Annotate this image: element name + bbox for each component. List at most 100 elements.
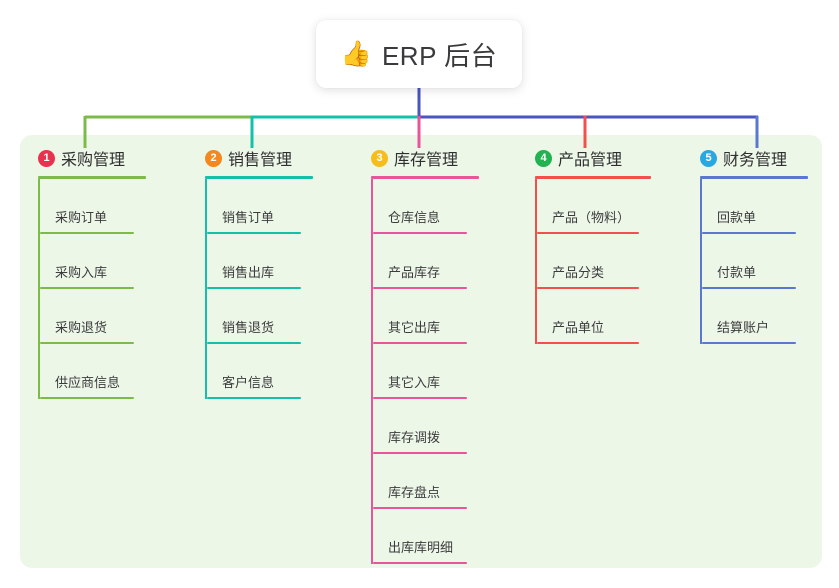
branch-item[interactable]: 供应商信息 bbox=[38, 344, 146, 399]
branch-item[interactable]: 采购退货 bbox=[38, 289, 146, 344]
branch-header[interactable]: 5 财务管理 bbox=[700, 146, 808, 170]
branch-item-label: 仓库信息 bbox=[388, 210, 441, 225]
branch-item[interactable]: 采购入库 bbox=[38, 234, 146, 289]
branch-title: 财务管理 bbox=[723, 152, 788, 169]
branch-item-underline bbox=[40, 342, 134, 344]
branch-item-underline bbox=[207, 287, 301, 289]
branch-column: 5 财务管理回款单付款单结算账户 bbox=[700, 146, 808, 344]
branch-item-underline bbox=[207, 232, 301, 234]
branch-item-label: 销售退货 bbox=[222, 320, 275, 335]
branch-title: 产品管理 bbox=[558, 152, 623, 169]
branch-item-underline bbox=[537, 342, 639, 344]
branch-number-badge: 1 bbox=[38, 149, 55, 167]
branch-item-label: 回款单 bbox=[717, 210, 757, 225]
branch-item[interactable]: 库存盘点 bbox=[371, 454, 479, 509]
branch-underline bbox=[700, 176, 808, 179]
branch-item-label: 采购订单 bbox=[55, 210, 108, 225]
thumbs-up-icon: 👍 bbox=[340, 39, 372, 68]
branch-item-underline bbox=[373, 562, 467, 564]
branch-item-underline bbox=[702, 232, 796, 234]
branch-item-list: 仓库信息产品库存其它出库其它入库库存调拨库存盘点出库库明细 bbox=[371, 179, 479, 564]
branch-item-label: 产品分类 bbox=[552, 265, 605, 280]
branch-item[interactable]: 产品单位 bbox=[535, 289, 651, 344]
branch-item[interactable]: 销售订单 bbox=[205, 179, 313, 234]
branch-item[interactable]: 采购订单 bbox=[38, 179, 146, 234]
branch-header[interactable]: 2 销售管理 bbox=[205, 146, 313, 170]
branch-item-label: 结算账户 bbox=[717, 320, 770, 335]
branch-item-label: 其它入库 bbox=[388, 375, 441, 390]
branch-item[interactable]: 回款单 bbox=[700, 179, 808, 234]
branch-item-label: 付款单 bbox=[717, 265, 757, 280]
branch-item-underline bbox=[373, 342, 467, 344]
branch-item-label: 供应商信息 bbox=[55, 375, 121, 390]
branch-item[interactable]: 产品分类 bbox=[535, 234, 651, 289]
branch-item-underline bbox=[537, 287, 639, 289]
branch-item-list: 采购订单采购入库采购退货供应商信息 bbox=[38, 179, 146, 399]
branch-item-label: 其它出库 bbox=[388, 320, 441, 335]
branch-title: 销售管理 bbox=[228, 152, 293, 169]
branch-item-list: 销售订单销售出库销售退货客户信息 bbox=[205, 179, 313, 399]
branch-column: 2 销售管理销售订单销售出库销售退货客户信息 bbox=[205, 146, 313, 399]
branch-underline bbox=[205, 176, 313, 179]
branch-column: 4 产品管理产品（物料） 产品分类产品单位 bbox=[535, 146, 651, 344]
branch-item-underline bbox=[40, 232, 134, 234]
branch-spine bbox=[38, 179, 40, 399]
branch-header[interactable]: 3 库存管理 bbox=[371, 146, 479, 170]
branch-item-underline bbox=[373, 452, 467, 454]
branch-item-label: 产品单位 bbox=[552, 320, 605, 335]
branch-item-list: 产品（物料） 产品分类产品单位 bbox=[535, 179, 651, 344]
branch-number-badge: 3 bbox=[371, 149, 388, 167]
branch-item-underline bbox=[373, 232, 467, 234]
branch-underline bbox=[38, 176, 146, 179]
branch-title: 采购管理 bbox=[61, 152, 126, 169]
branch-item[interactable]: 销售出库 bbox=[205, 234, 313, 289]
branch-item-underline bbox=[373, 507, 467, 509]
branch-title: 库存管理 bbox=[394, 152, 459, 169]
branch-header[interactable]: 1 采购管理 bbox=[38, 146, 146, 170]
branch-number-badge: 5 bbox=[700, 149, 717, 167]
branch-item[interactable]: 客户信息 bbox=[205, 344, 313, 399]
branch-column: 1 采购管理采购订单采购入库采购退货供应商信息 bbox=[38, 146, 146, 399]
branch-item[interactable]: 产品（物料） bbox=[535, 179, 651, 234]
branch-spine bbox=[371, 179, 373, 564]
branch-item-label: 销售订单 bbox=[222, 210, 275, 225]
branch-item-label: 客户信息 bbox=[222, 375, 275, 390]
branch-item[interactable]: 仓库信息 bbox=[371, 179, 479, 234]
root-node-card[interactable]: 👍 ERP 后台 bbox=[316, 20, 522, 88]
branch-item[interactable]: 付款单 bbox=[700, 234, 808, 289]
branch-item-list: 回款单付款单结算账户 bbox=[700, 179, 808, 344]
branch-item-underline bbox=[702, 342, 796, 344]
branch-number-badge: 4 bbox=[535, 149, 552, 167]
branch-item-label: 出库库明细 bbox=[388, 540, 454, 555]
branch-item-label: 产品库存 bbox=[388, 265, 441, 280]
branch-spine bbox=[205, 179, 207, 399]
branch-item[interactable]: 结算账户 bbox=[700, 289, 808, 344]
branch-header[interactable]: 4 产品管理 bbox=[535, 146, 651, 170]
branch-item-underline bbox=[207, 342, 301, 344]
branch-spine bbox=[535, 179, 537, 344]
root-node-title: ERP 后台 bbox=[381, 40, 498, 71]
branch-item-label: 库存盘点 bbox=[388, 485, 441, 500]
branch-item-label: 库存调拨 bbox=[388, 430, 441, 445]
branch-item-underline bbox=[537, 232, 639, 234]
branch-item-underline bbox=[207, 397, 301, 399]
branch-item-underline bbox=[40, 397, 134, 399]
branch-item[interactable]: 销售退货 bbox=[205, 289, 313, 344]
branch-item[interactable]: 出库库明细 bbox=[371, 509, 479, 564]
branch-item[interactable]: 其它入库 bbox=[371, 344, 479, 399]
branch-item-underline bbox=[702, 287, 796, 289]
branch-item-underline bbox=[373, 397, 467, 399]
branch-item-label: 采购退货 bbox=[55, 320, 108, 335]
branches-panel bbox=[20, 135, 822, 568]
branch-column: 3 库存管理仓库信息产品库存其它出库其它入库库存调拨库存盘点出库库明细 bbox=[371, 146, 479, 564]
branch-item-label: 销售出库 bbox=[222, 265, 275, 280]
branch-item-underline bbox=[40, 287, 134, 289]
branch-item[interactable]: 产品库存 bbox=[371, 234, 479, 289]
branch-underline bbox=[371, 176, 479, 179]
branch-item[interactable]: 其它出库 bbox=[371, 289, 479, 344]
branch-item[interactable]: 库存调拨 bbox=[371, 399, 479, 454]
branch-number-badge: 2 bbox=[205, 149, 222, 167]
branch-underline bbox=[535, 176, 651, 179]
branch-item-label: 产品（物料） bbox=[552, 210, 631, 225]
